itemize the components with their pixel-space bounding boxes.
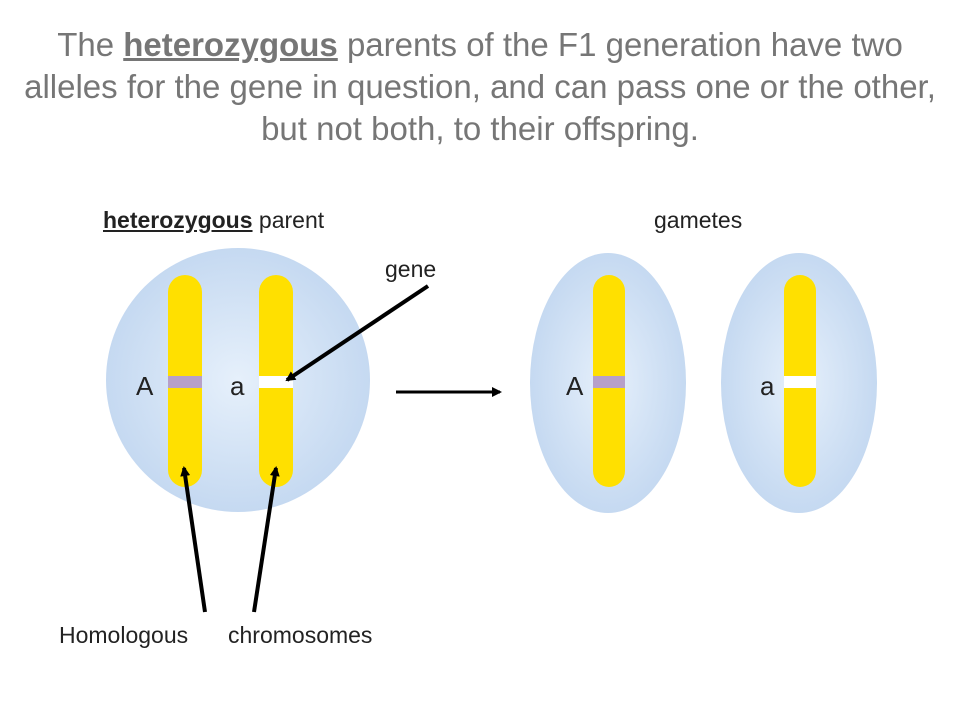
title-rest: parents of the F1 generation have two al… bbox=[24, 26, 936, 147]
parent-allele-band-a bbox=[259, 376, 293, 388]
gamete-allele-label-A: A bbox=[566, 371, 584, 401]
parent-allele-band-A bbox=[168, 376, 202, 388]
parent-label-term: heterozygous bbox=[103, 207, 253, 233]
homologous-pointer-arrow-right bbox=[252, 466, 280, 613]
parent-allele-label-a: a bbox=[230, 371, 245, 401]
gametes-label: gametes bbox=[654, 207, 743, 233]
homologous-label-word1: Homologous bbox=[59, 622, 189, 648]
gamete-allele-band-A bbox=[593, 376, 625, 388]
parent-allele-label-A: A bbox=[136, 371, 154, 401]
gene-pointer-arrow bbox=[285, 284, 430, 382]
parent-label: heterozygous parent bbox=[103, 207, 324, 234]
title-prefix: The bbox=[57, 26, 124, 63]
gamete-allele-band-a bbox=[784, 376, 816, 388]
gene-label: gene bbox=[385, 256, 437, 282]
gamete-allele-label-a: a bbox=[760, 371, 775, 401]
slide-title: The heterozygous parents of the F1 gener… bbox=[10, 24, 950, 150]
parent-label-suffix: parent bbox=[252, 207, 325, 233]
homologous-pointer-arrow-left bbox=[180, 466, 207, 613]
homologous-label-word2: chromosomes bbox=[228, 622, 373, 648]
title-term-heterozygous: heterozygous bbox=[123, 26, 338, 63]
